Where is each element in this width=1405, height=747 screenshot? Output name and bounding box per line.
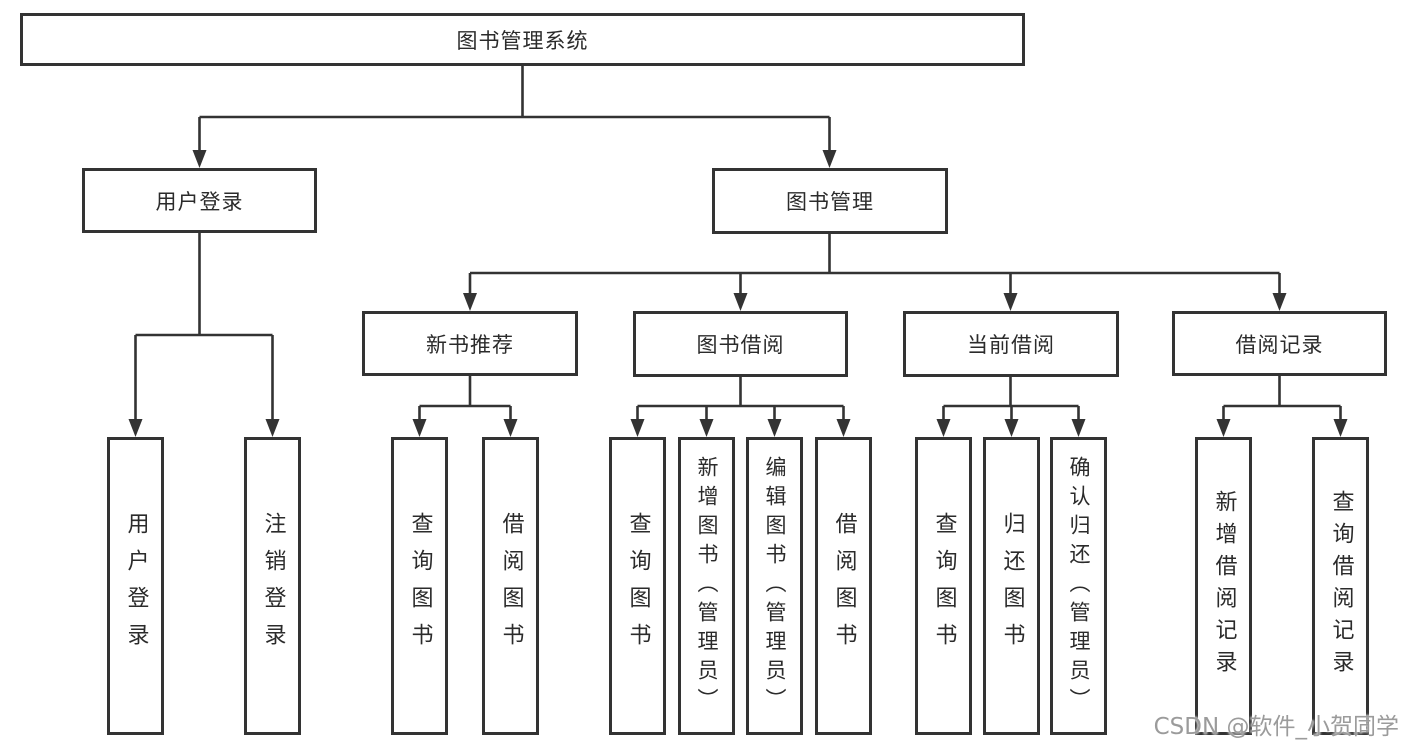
node-user-login: 用户登录 [82, 168, 317, 233]
node-label: 查询借阅记录 [1328, 490, 1354, 682]
leaf-query-borrow-record: 查询借阅记录 [1312, 437, 1369, 735]
leaf-add-borrow-record: 新增借阅记录 [1195, 437, 1252, 735]
node-label: 图书借阅 [696, 333, 785, 357]
node-label: 归还图书 [999, 512, 1025, 660]
leaf-add-book-admin: 新增图书（管理员） [678, 437, 735, 735]
node-label: 查询图书 [407, 512, 433, 660]
node-label: 查询图书 [625, 512, 651, 660]
node-book-management: 图书管理 [712, 168, 948, 234]
leaf-return-book: 归还图书 [983, 437, 1040, 735]
node-label: 查询图书 [931, 512, 957, 660]
leaf-query-books-borrow: 查询图书 [609, 437, 666, 735]
leaf-user-login: 用户登录 [107, 437, 164, 735]
leaf-logout: 注销登录 [244, 437, 301, 735]
node-label: 新增图书（管理员） [695, 455, 719, 717]
node-label: 用户登录 [155, 189, 244, 214]
leaf-edit-book-admin: 编辑图书（管理员） [746, 437, 803, 735]
node-label: 借阅记录 [1235, 332, 1324, 357]
node-current-borrow: 当前借阅 [903, 311, 1119, 377]
leaf-borrow-books-borrow: 借阅图书 [815, 437, 872, 735]
node-label: 借阅图书 [831, 512, 857, 660]
node-borrow-records: 借阅记录 [1172, 311, 1387, 376]
leaf-confirm-return-admin: 确认归还（管理员） [1050, 437, 1107, 735]
node-label: 借阅图书 [498, 512, 524, 660]
node-label: 图书管理 [786, 190, 874, 214]
arrowhead-group [128, 150, 1348, 437]
leaf-query-books-current: 查询图书 [915, 437, 972, 735]
node-label: 当前借阅 [967, 333, 1055, 357]
node-root: 图书管理系统 [20, 13, 1025, 66]
node-label: 确认归还（管理员） [1067, 455, 1091, 717]
node-label: 新增借阅记录 [1211, 490, 1237, 682]
node-label: 图书管理系统 [456, 28, 589, 53]
node-new-book-recommend: 新书推荐 [362, 311, 578, 376]
leaf-query-books-recommend: 查询图书 [391, 437, 448, 735]
node-label: 编辑图书（管理员） [763, 455, 787, 717]
node-book-borrow: 图书借阅 [633, 311, 848, 377]
node-label: 用户登录 [123, 512, 149, 660]
watermark: CSDN @软件_小贺同学 [1153, 714, 1399, 740]
node-label: 注销登录 [260, 512, 286, 660]
leaf-borrow-books-recommend: 借阅图书 [482, 437, 539, 735]
node-label: 新书推荐 [426, 332, 514, 357]
